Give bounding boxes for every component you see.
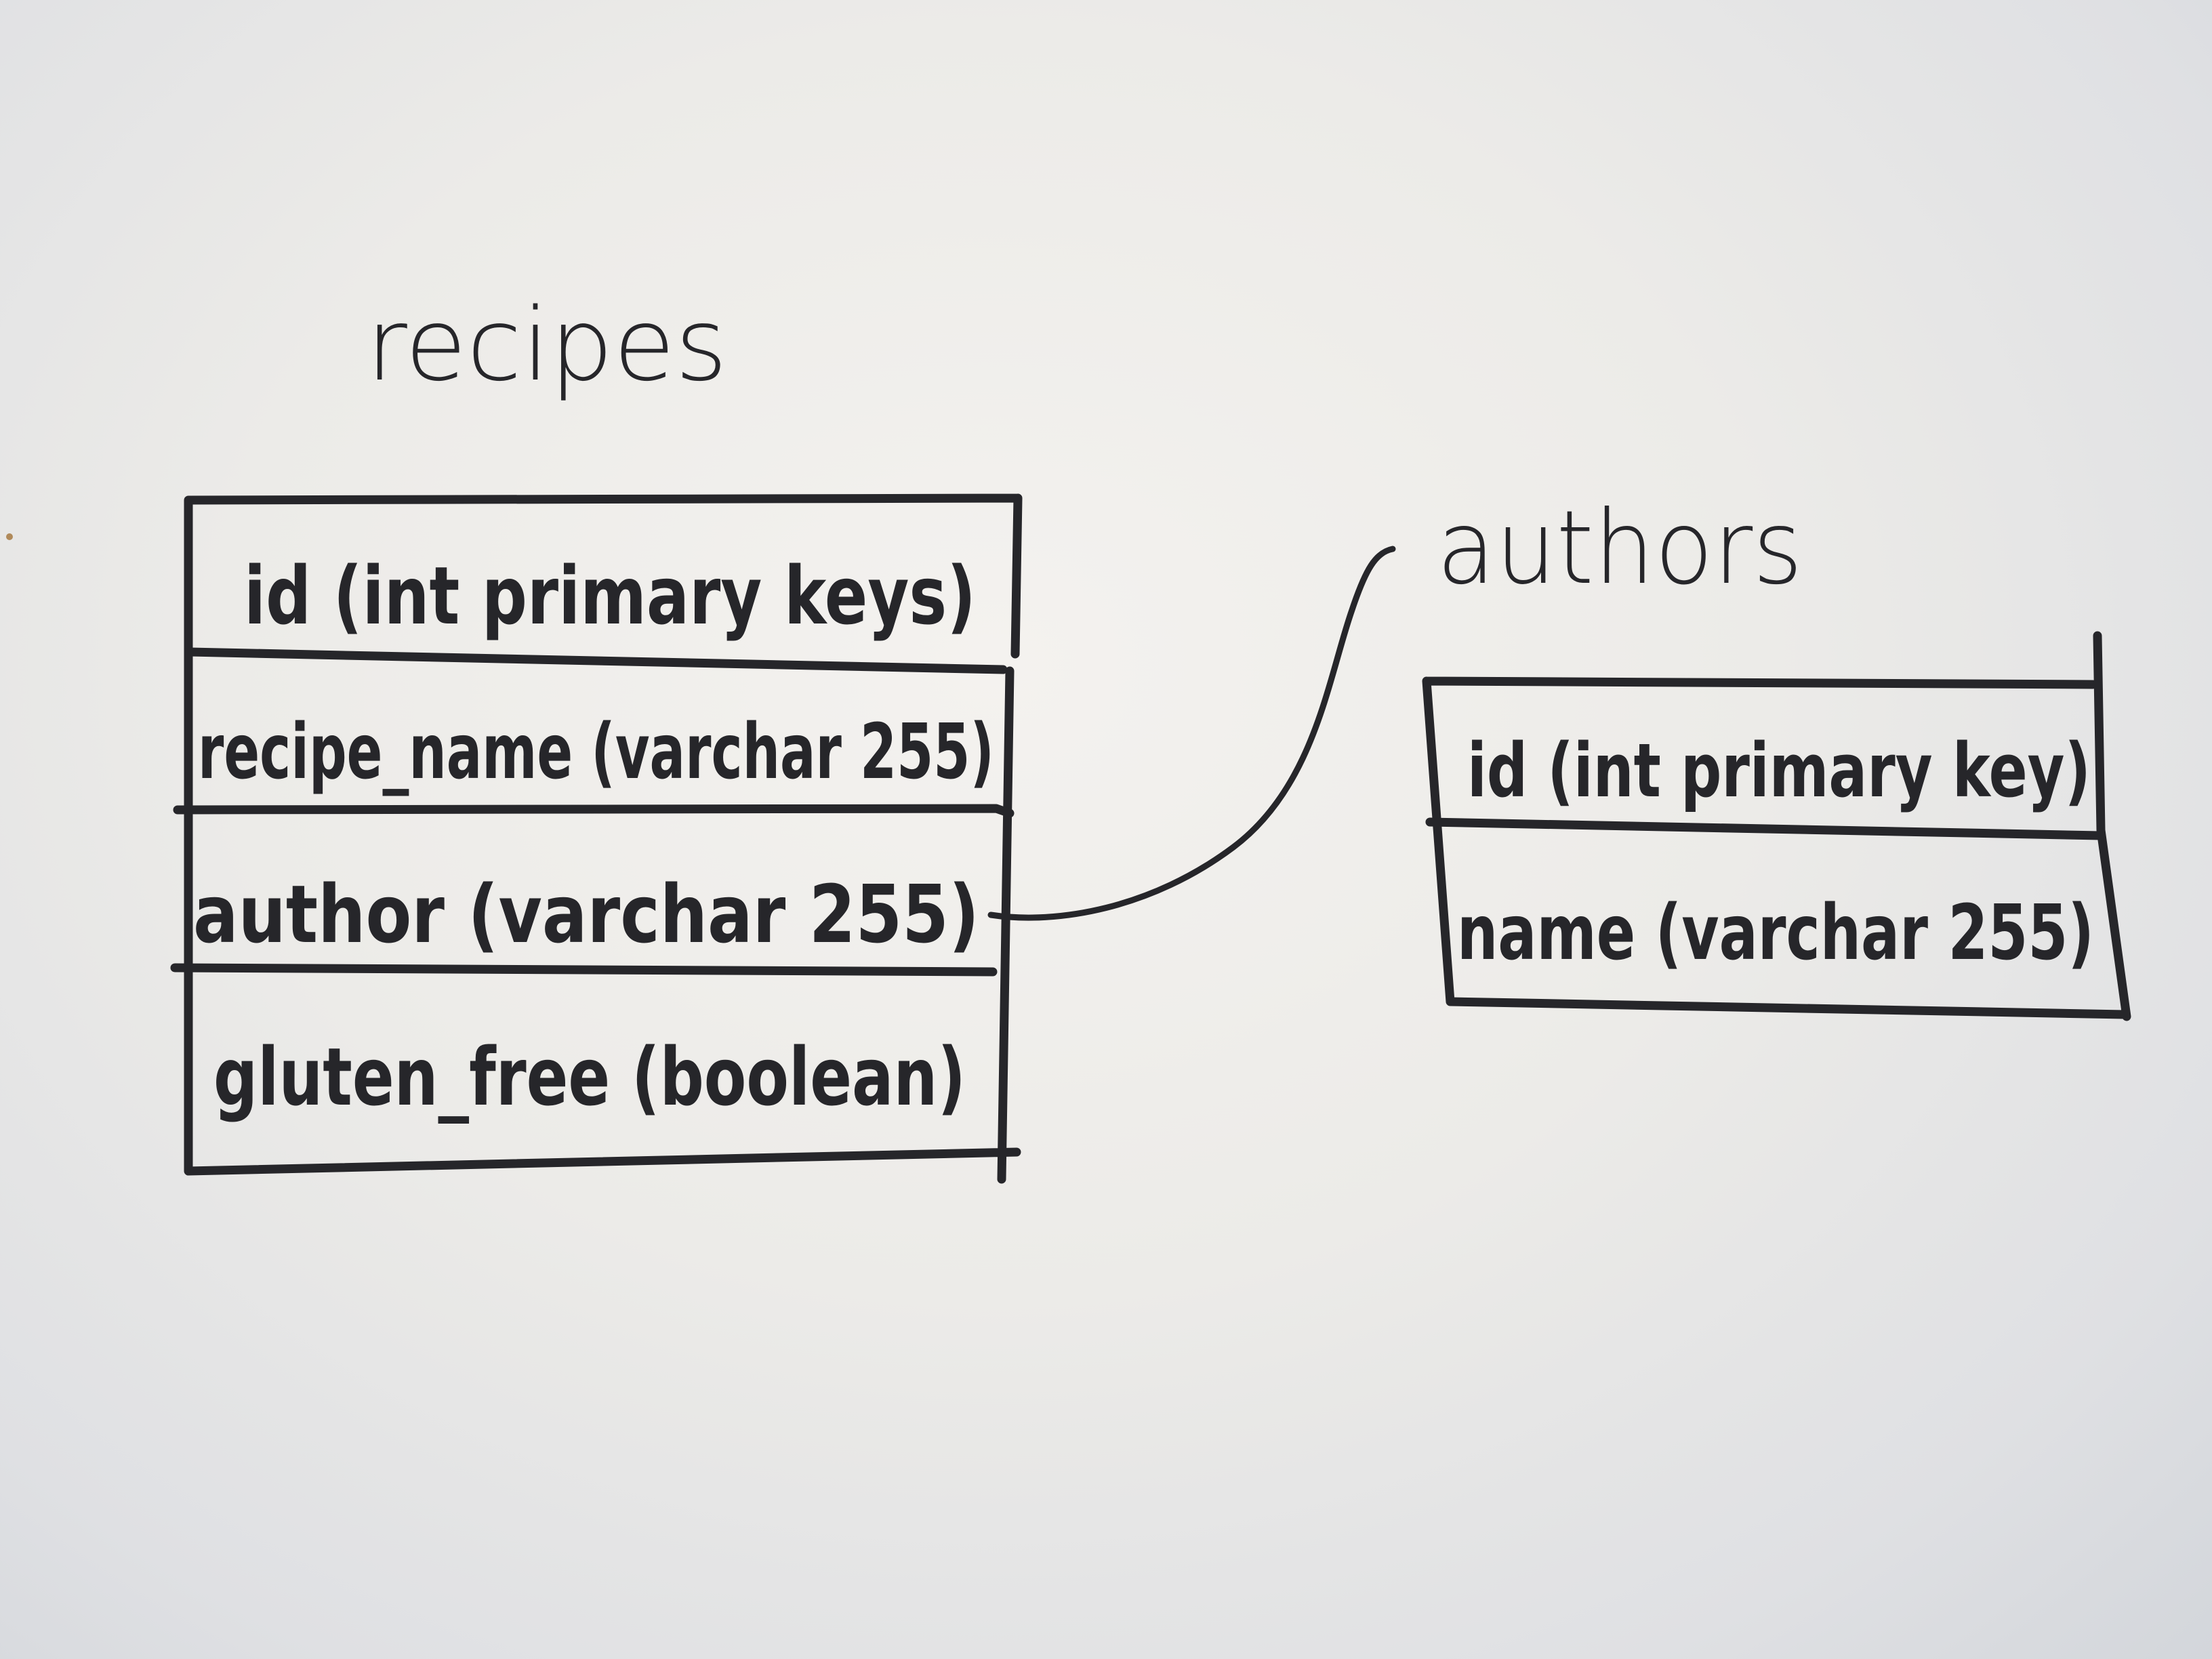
authors-table: authors id (int primary key) name (varch… <box>1422 489 2131 1021</box>
authors-column-id: id (int primary key) <box>1467 727 2091 814</box>
recipes-table-title: recipes <box>366 287 727 403</box>
paper-speck <box>6 533 13 540</box>
recipes-column-author: author (varchar 255) <box>193 867 979 961</box>
authors-table-border <box>1422 631 2131 1021</box>
recipes-column-gluten-free: gluten_free (boolean) <box>213 1030 966 1124</box>
recipes-column-recipe-name: recipe_name (varchar 255) <box>198 708 994 796</box>
recipes-row-divider-2 <box>173 804 1015 818</box>
recipes-column-id: id (int primary keys) <box>244 549 976 642</box>
authors-table-title: authors <box>1437 489 1803 607</box>
recipes-table: recipes id (int primary keys) recipe_nam… <box>170 287 1023 1184</box>
relationship-connector <box>987 546 1396 921</box>
authors-column-name: name (varchar 255) <box>1457 889 2094 977</box>
recipes-table-border <box>184 493 1023 1184</box>
recipes-row-divider-1 <box>185 647 1008 674</box>
authors-row-divider-1 <box>1425 817 2106 840</box>
recipes-row-divider-3 <box>170 963 998 977</box>
